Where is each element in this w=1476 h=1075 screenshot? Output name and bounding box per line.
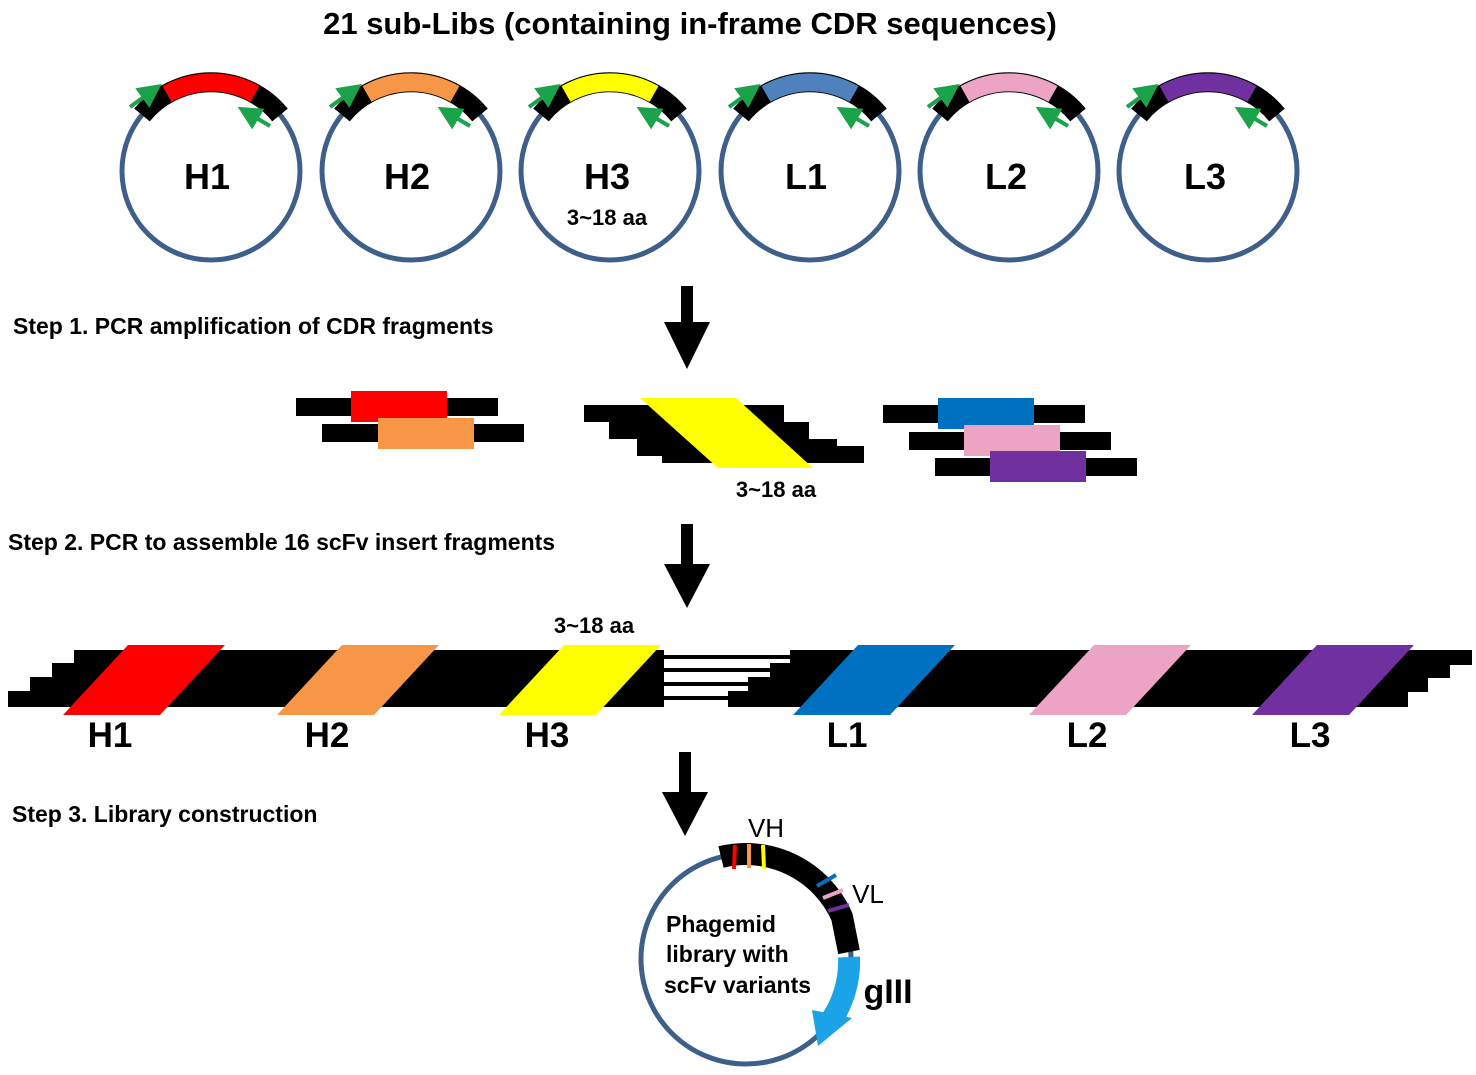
step2-label: Step 2. PCR to assemble 16 scFv insert f… [8, 529, 555, 555]
reverse-primer-icon [437, 106, 472, 130]
step1-label: Step 1. PCR amplification of CDR fragmen… [13, 313, 494, 339]
forward-primer-icon [527, 83, 561, 109]
cdr-segment-l1 [761, 73, 859, 102]
forward-primer-icon [1125, 83, 1159, 109]
assembled-l3 [1252, 645, 1414, 715]
plasmid-label-h1: H1 [184, 156, 230, 197]
assembled-l2 [1029, 645, 1191, 715]
giii-label: gIII [863, 973, 912, 1011]
fragment-l1 [938, 398, 1034, 429]
assembled-h1 [63, 645, 225, 715]
plasmid-label-h2: H2 [384, 156, 430, 197]
forward-primer-icon [727, 83, 761, 109]
assembled-label-l3: L3 [1290, 716, 1331, 755]
fragment-l3 [990, 451, 1086, 482]
step1-fragments: 3~18 aa [296, 391, 1137, 502]
fragment-h1 [351, 391, 447, 422]
cdr-segment-h2 [362, 73, 460, 102]
fragment-h3 [640, 398, 813, 468]
forward-primer-icon [128, 83, 162, 109]
plasmid-l2: L2 [917, 72, 1101, 263]
assembled-h3 [499, 645, 661, 715]
assembled-label-h2: H2 [305, 716, 350, 755]
assembled-scfv-inserts: H1 H2 H3 L1 L2 L3 [8, 645, 1472, 755]
down-arrow-icon [664, 286, 710, 369]
assembled-label-l1: L1 [827, 716, 868, 755]
reverse-primer-icon [1035, 106, 1070, 130]
vh-label: VH [748, 813, 784, 843]
fragment-l2 [964, 425, 1060, 456]
plasmid-l1: L1 [718, 72, 902, 263]
cdr-segment-l3 [1159, 73, 1257, 102]
cdr-segment-l2 [960, 73, 1058, 102]
reverse-primer-icon [636, 106, 671, 130]
plasmid-label-l2: L2 [985, 156, 1027, 197]
phagemid-library: VH VL gIII Phagemid library with scFv va… [638, 813, 913, 1067]
assembled-label-l2: L2 [1067, 716, 1108, 755]
step3-label: Step 3. Library construction [12, 801, 317, 827]
assembled-label-h3: H3 [525, 716, 570, 755]
assembled-l1 [793, 645, 955, 715]
plasmid-h1: H1 [119, 72, 303, 263]
phagemid-text-line2: library with [666, 941, 789, 967]
down-arrow-icon [662, 752, 708, 836]
step2-h3-length-note: 3~18 aa [554, 613, 635, 638]
cdr-segment-h3 [561, 73, 659, 102]
cdr-segment-h1 [162, 73, 260, 102]
reverse-primer-icon [237, 106, 272, 130]
vl-label: VL [852, 879, 884, 909]
reverse-primer-icon [1234, 106, 1269, 130]
down-arrow-icon [664, 524, 710, 608]
forward-primer-icon [328, 83, 362, 109]
fragment-h2 [378, 418, 474, 449]
phagemid-text-line3: scFv variants [664, 972, 811, 998]
plasmid-l3: L3 [1116, 72, 1300, 263]
plasmid-h2: H2 [319, 72, 503, 263]
forward-primer-icon [926, 83, 960, 109]
step1-h3-length-note: 3~18 aa [736, 477, 817, 502]
gIII-arrow-icon [812, 1010, 852, 1046]
phagemid-text-line1: Phagemid [666, 911, 776, 937]
sub-library-plasmids: H1 H2 H3 3~18 aa L1 [119, 72, 1300, 263]
plasmid-label-h3: H3 [584, 156, 630, 197]
plasmid-h3: H3 3~18 aa [518, 72, 702, 263]
plasmid-label-l1: L1 [785, 156, 827, 197]
assembled-label-h1: H1 [88, 716, 133, 755]
reverse-primer-icon [836, 106, 871, 130]
assembled-h2 [277, 645, 439, 715]
plasmid-label-l3: L3 [1184, 156, 1226, 197]
h3-length-note: 3~18 aa [567, 205, 648, 230]
diagram-title: 21 sub-Libs (containing in-frame CDR seq… [323, 6, 1057, 41]
